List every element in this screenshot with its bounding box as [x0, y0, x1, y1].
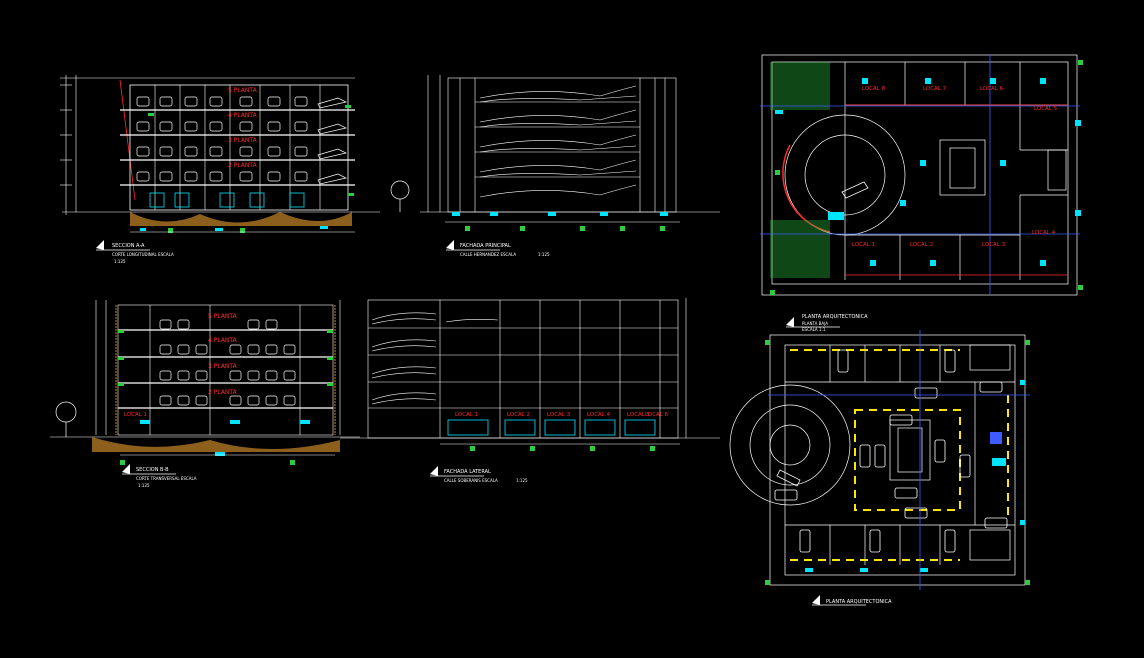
floor-label-3: 3 PLANTA — [228, 137, 258, 144]
floor-label-5: 5 PLANTA — [228, 87, 258, 94]
ground-plan-title: PLANTA ARQUITECTONICA — [802, 314, 868, 320]
ground-plan-subtitle: PLANTA BAJA — [802, 321, 828, 326]
lateral-local-1: LOCAL 1 — [455, 412, 478, 418]
floor-label-2-b: 2 PLANTA — [208, 389, 238, 396]
floor-label-3-b: 3 PLANTA — [208, 363, 238, 370]
lateral-local-6: LOCAL 6 — [645, 412, 669, 418]
lateral-local-5: LOCAL 5 — [627, 412, 651, 418]
lateral-facade-title: FACHADA LATERAL — [444, 469, 491, 475]
lateral-facade-subtitle: CALLE SOBERANIS ESCALA — [444, 478, 498, 483]
lateral-local-2: LOCAL 2 — [507, 412, 530, 418]
longitudinal-section-title: SECCION A-A — [112, 243, 145, 249]
upper-plan-title: PLANTA ARQUITECTONICA — [826, 599, 892, 605]
plan-local-1: LOCAL 1 — [852, 242, 875, 248]
ground-local-label: LOCAL 1 — [124, 412, 147, 418]
ground-plan-scale: ESCALA 1:1 — [802, 327, 826, 332]
plan-local-2: LOCAL 2 — [910, 242, 933, 248]
lateral-local-4: LOCAL 4 — [587, 412, 611, 418]
floor-label-5-b: 5 PLANTA — [208, 313, 238, 320]
main-facade-drawing — [420, 75, 720, 251]
main-facade-title: FACHADA PRINCIPAL — [460, 243, 511, 249]
plan-local-5: LOCAL 5 — [1034, 106, 1058, 112]
plan-local-7: LOCAL 7 — [923, 86, 947, 92]
main-facade-subtitle: CALLE HERNANDEZ ESCALA — [460, 252, 516, 257]
transversal-section-subtitle: CORTE TRANSVERSAL ESCALA — [136, 476, 197, 481]
floor-label-2: 2 PLANTA — [228, 162, 258, 169]
floor-label-4-b: 4 PLANTA — [208, 337, 238, 344]
transversal-section-scale: 1:125 — [138, 483, 150, 488]
longitudinal-section-subtitle: CORTE LONGITUDINAL ESCALA — [112, 252, 174, 257]
longitudinal-section-scale: 1:125 — [114, 259, 126, 264]
transversal-section-title: SECCION B-B — [136, 467, 169, 473]
lateral-facade-scale: 1:125 — [516, 478, 528, 483]
lateral-facade-drawing — [340, 298, 720, 477]
longitudinal-section-drawing — [60, 75, 410, 251]
plan-local-4: LOCAL 4 — [1032, 230, 1056, 236]
plan-local-3: LOCAL 3 — [982, 242, 1006, 248]
plan-local-6: LOCAL 6 — [980, 86, 1004, 92]
floor-label-4: 4 PLANTA — [228, 112, 258, 119]
ground-plan-drawing — [760, 54, 1083, 328]
main-facade-scale: 1:125 — [538, 252, 550, 257]
plan-local-8: LOCAL 8 — [862, 86, 886, 92]
upper-plan-drawing — [729, 330, 1030, 606]
transversal-section-drawing — [50, 300, 360, 475]
lateral-local-3: LOCAL 3 — [547, 412, 571, 418]
